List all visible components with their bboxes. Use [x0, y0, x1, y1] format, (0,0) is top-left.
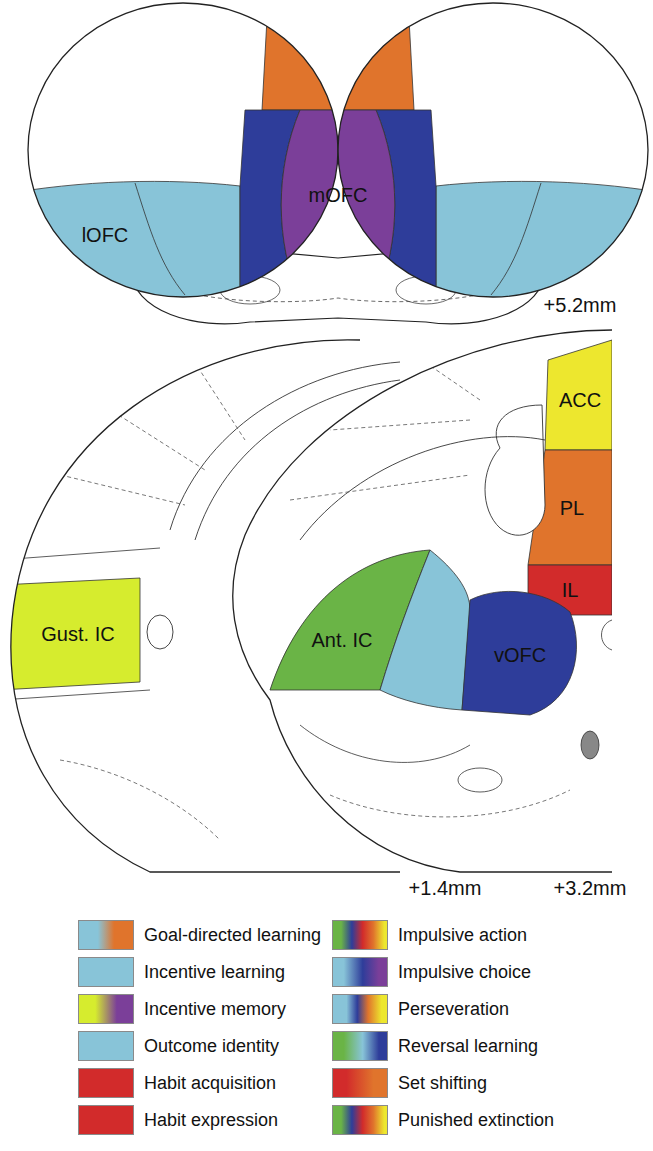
legend-text: Goal-directed learning — [144, 925, 321, 946]
region-name: PL — [560, 496, 584, 520]
section-ground — [233, 330, 612, 872]
legend-text: Impulsive action — [398, 925, 527, 946]
legend-swatch — [78, 1105, 134, 1135]
region-label: Ant. IC — [307, 626, 376, 654]
region-name: ACC — [559, 388, 601, 412]
legend-entry: Goal-directed learning — [78, 920, 321, 950]
region-name: IL — [562, 578, 579, 602]
section-outline — [233, 330, 612, 872]
region-label: ACC — [555, 386, 605, 414]
dashed-boundary — [400, 345, 480, 400]
left-hemisphere — [0, 0, 338, 300]
brain-drawing — [338, 0, 653, 300]
hemisphere-outline — [338, 3, 648, 297]
region-boundary — [491, 183, 541, 295]
legend-text: Impulsive choice — [398, 962, 531, 983]
region-label: Gust. IC — [37, 620, 118, 648]
region-name: Ant. IC — [311, 628, 372, 652]
legend-text: Habit acquisition — [144, 1073, 276, 1094]
small-structure — [458, 768, 502, 792]
region-label: mOFC — [305, 181, 372, 209]
gustatory-band — [0, 578, 140, 690]
legend-text: Outcome identity — [144, 1036, 279, 1057]
dashed-boundary — [190, 355, 245, 440]
legend-entry: Incentive memory — [78, 994, 286, 1024]
lofc-region — [380, 550, 470, 710]
legend-entry: Impulsive action — [332, 920, 527, 950]
dashed-boundary — [330, 420, 470, 430]
legend-entry: Incentive learning — [78, 957, 285, 987]
legend-swatch — [78, 994, 134, 1024]
region-name: mOFC — [309, 183, 368, 207]
dashed-boundary — [95, 400, 205, 470]
legend-entry: Habit acquisition — [78, 1068, 276, 1098]
region-name: vOFC — [494, 643, 546, 667]
forceps-minor — [485, 405, 545, 535]
dashed-boundary — [290, 475, 470, 500]
legend-swatch — [332, 957, 388, 987]
dashed-boundary — [40, 470, 185, 505]
brain-drawing — [0, 0, 338, 300]
brain-drawing — [270, 340, 612, 817]
legend-swatch — [332, 1068, 388, 1098]
legend-entry: Impulsive choice — [332, 957, 531, 987]
dashed-boundary — [330, 790, 570, 817]
region-label: PL — [556, 494, 588, 522]
legend-entry: Reversal learning — [332, 1031, 538, 1061]
legend-swatch — [78, 1031, 134, 1061]
region-label: vOFC — [490, 641, 550, 669]
legend-entry: Habit expression — [78, 1105, 278, 1135]
hemisphere-outline — [28, 3, 338, 297]
region-name: Gust. IC — [41, 622, 114, 646]
legend-entry: Punished extinction — [332, 1105, 554, 1135]
legend-swatch — [78, 920, 134, 950]
region-label: IL — [558, 576, 583, 604]
region-boundary — [135, 183, 185, 295]
legend-text: Reversal learning — [398, 1036, 538, 1057]
legend-swatch — [78, 957, 134, 987]
midline-structure — [602, 620, 613, 650]
region-name: lOFC — [82, 223, 129, 247]
lofc-region — [0, 181, 240, 300]
legend-text: Incentive learning — [144, 962, 285, 983]
section-coordinate: +1.4mm — [409, 876, 482, 900]
legend-swatch — [332, 920, 388, 950]
section-coordinate: +5.2mm — [544, 293, 617, 317]
legend-swatch — [78, 1068, 134, 1098]
legend-entry: Perseveration — [332, 994, 509, 1024]
layer-line — [0, 690, 150, 700]
legend-swatch — [332, 994, 388, 1024]
legend-entry: Outcome identity — [78, 1031, 279, 1061]
region-label: lOFC — [78, 221, 133, 249]
legend-text: Set shifting — [398, 1073, 487, 1094]
right-hemisphere — [338, 0, 653, 300]
legend-text: Incentive memory — [144, 999, 286, 1020]
legend-text: Habit expression — [144, 1110, 278, 1131]
ventral-boundary — [300, 725, 470, 762]
legend-swatch — [332, 1105, 388, 1135]
legend-text: Perseveration — [398, 999, 509, 1020]
legend-swatch — [332, 1031, 388, 1061]
acc-region — [545, 340, 612, 450]
small-structure — [147, 615, 173, 649]
legend-text: Punished extinction — [398, 1110, 554, 1131]
small-structure — [581, 731, 599, 759]
vofc-region — [462, 591, 577, 715]
legend-entry: Set shifting — [332, 1068, 487, 1098]
corpus-callosum — [300, 437, 545, 540]
section-3-2 — [233, 330, 612, 872]
lofc-region — [436, 181, 653, 300]
section-coordinate: +3.2mm — [554, 876, 627, 900]
